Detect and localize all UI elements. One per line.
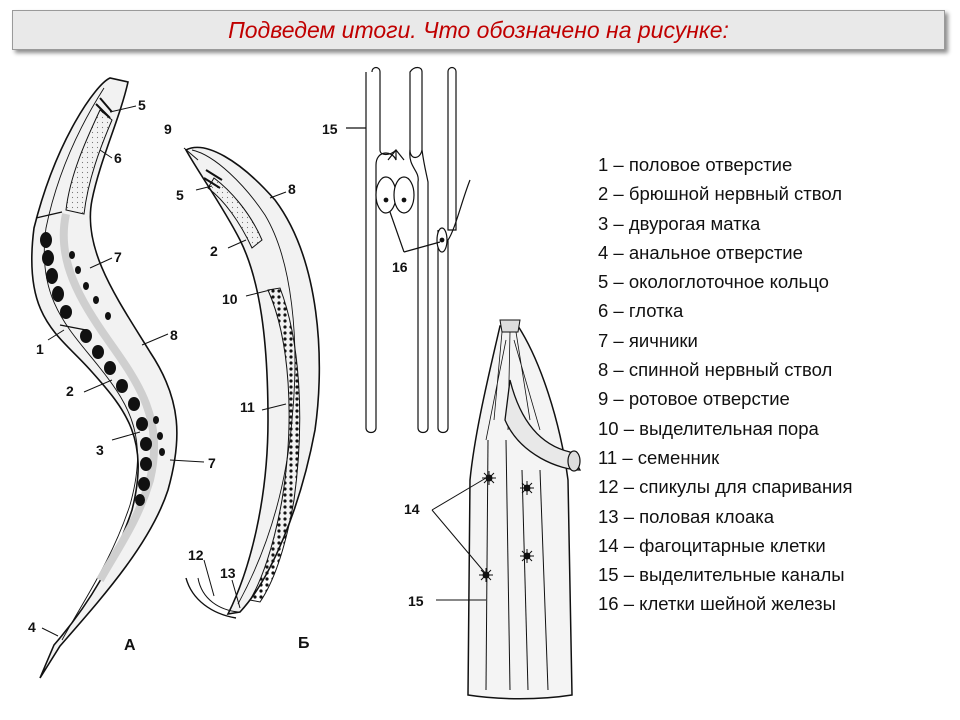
female-labels: 5 6 7 8 1 2 3 7 4 А <box>28 97 216 654</box>
label-f4: 4 <box>28 619 36 635</box>
label-f1: 1 <box>36 341 44 357</box>
female-body-outline <box>30 77 178 679</box>
label-t15: 15 <box>408 593 424 609</box>
caption-female: А <box>124 637 136 654</box>
female-uterus-eggs <box>40 232 165 506</box>
label-f3: 3 <box>96 442 104 458</box>
legend-item: 3 – двурогая матка <box>598 212 761 234</box>
legend-item: 12 – спикулы для спаривания <box>598 476 853 498</box>
caption-male: Б <box>298 635 310 652</box>
legend-list: 1 – половое отверстие 2 – брюшной нервны… <box>598 150 853 619</box>
male-pharynx <box>207 177 263 249</box>
legend-item: 16 – клетки шейной железы <box>598 593 836 615</box>
label-m2: 2 <box>210 243 218 259</box>
label-t14: 14 <box>404 501 420 517</box>
label-c15: 15 <box>322 121 338 137</box>
legend-item: 6 – глотка <box>598 300 684 322</box>
excretory-canals <box>346 66 471 434</box>
legend-item: 10 – выделительная пора <box>598 417 819 439</box>
label-m12: 12 <box>188 547 204 563</box>
slide-title: Подведем итоги. Что обозначено на рисунк… <box>228 16 729 43</box>
legend-item: 15 – выделительные каналы <box>598 564 845 586</box>
label-m8: 8 <box>288 181 296 197</box>
label-m9: 9 <box>164 121 172 137</box>
phagocytic-cells <box>479 471 534 582</box>
female-excretory-line <box>35 211 63 219</box>
male-testis <box>249 287 301 603</box>
male-labels: 9 5 8 2 10 11 12 13 Б <box>164 121 310 652</box>
canal-labels: 15 16 <box>322 121 408 275</box>
legend-item: 9 – ротовое отверстие <box>598 388 790 410</box>
legend-item: 8 – спинной нервный ствол <box>598 359 833 381</box>
legend-item: 5 – окологлоточное кольцо <box>598 271 829 293</box>
male-worm <box>183 146 321 619</box>
label-f6: 6 <box>114 150 122 166</box>
legend-item: 4 – анальное отверстие <box>598 241 803 263</box>
legend-item: 7 – яичники <box>598 329 698 351</box>
label-f7a: 7 <box>114 249 122 265</box>
female-gut <box>59 213 158 582</box>
label-f8: 8 <box>170 327 178 343</box>
label-f2: 2 <box>66 383 74 399</box>
tube-labels: 14 15 <box>404 501 424 609</box>
title-bar: Подведем итоги. Что обозначено на рисунк… <box>12 10 945 50</box>
female-pharynx <box>65 109 113 215</box>
legend-item: 2 – брюшной нервный ствол <box>598 183 843 205</box>
label-c16: 16 <box>392 259 408 275</box>
female-genital-pore-line <box>59 324 87 331</box>
label-m5: 5 <box>176 187 184 203</box>
opened-anterior-end <box>431 319 582 700</box>
label-f5: 5 <box>138 97 146 113</box>
tube-body <box>467 325 573 700</box>
label-m11: 11 <box>240 399 255 415</box>
legend-item: 14 – фагоцитарные клетки <box>598 534 826 556</box>
legend-item: 1 – половое отверстие <box>598 154 793 175</box>
female-worm <box>30 77 205 679</box>
label-m13: 13 <box>220 565 236 581</box>
legend-item: 13 – половая клоака <box>598 505 775 527</box>
male-body-outline <box>184 146 321 616</box>
label-m10: 10 <box>222 291 238 307</box>
label-f7b: 7 <box>208 455 216 471</box>
legend-item: 11 – семенник <box>598 446 720 468</box>
